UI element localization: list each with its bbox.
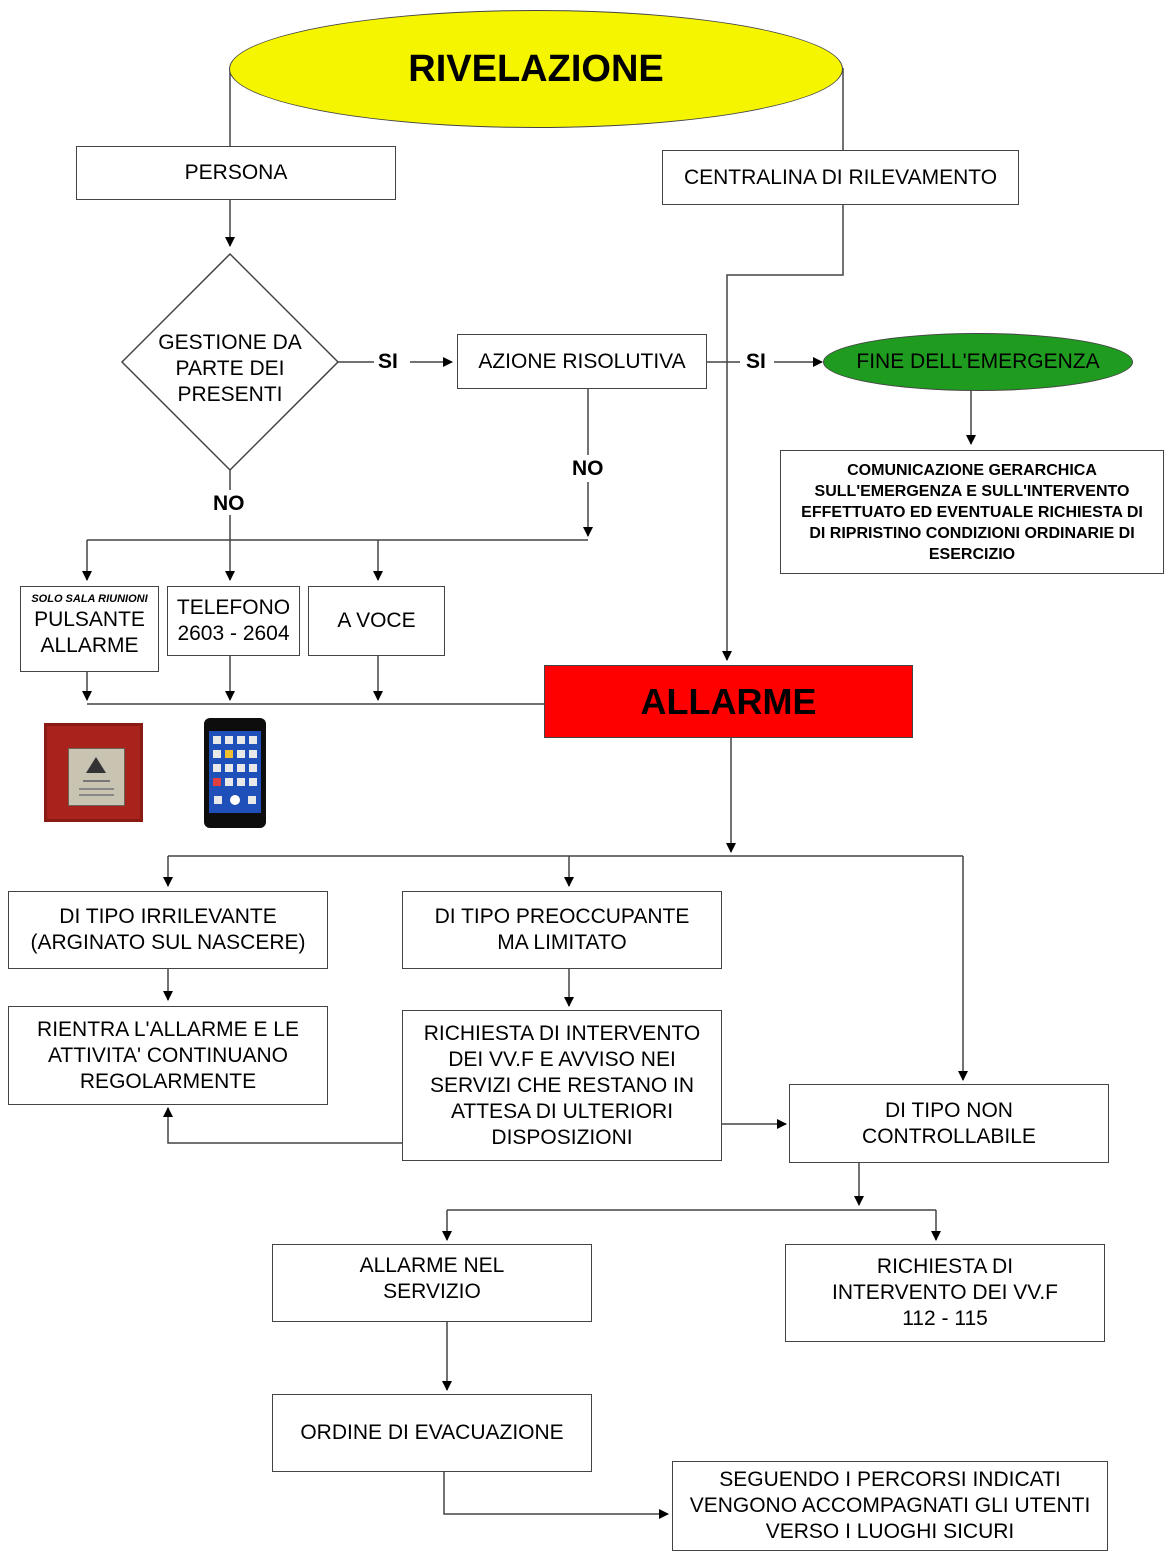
fire-alarm-button-icon [44,723,143,822]
yes-label-1: SI [378,350,398,373]
pulsante-line: ALLARME [40,634,139,657]
richiesta-servizi-line: SERVIZI CHE RESTANO IN [429,1073,695,1097]
no-label-2: NO [572,457,604,480]
allarme-servizio-line: SERVIZIO [383,1280,481,1303]
rientra-line: ATTIVITA' CONTINUANO [47,1043,289,1067]
rientra-line: RIENTRA L'ALLARME E LE [37,1017,299,1041]
richiesta-vvf-line: INTERVENTO DEI VV.F [831,1281,1058,1304]
decision-line: PARTE DEI [175,357,285,380]
irrilevante-line: DI TIPO IRRILEVANTE [59,905,277,928]
comunicazione-box: COMUNICAZIONE GERARCHICA SULL'EMERGENZA … [780,450,1164,574]
pulsante-note: SOLO SALA RIUNIONI [31,593,148,605]
pulsante-box: SOLO SALA RIUNIONI PULSANTE ALLARME [20,586,159,672]
telefono-line: 2603 - 2604 [177,622,290,645]
non-controllabile-box: DI TIPO NON CONTROLLABILE [789,1084,1109,1163]
centralina-label: CENTRALINA DI RILEVAMENTO [683,165,998,189]
non-controllabile-line: DI TIPO NON [885,1098,1013,1122]
richiesta-vvf-box: RICHIESTA DI INTERVENTO DEI VV.F 112 - 1… [785,1244,1105,1342]
top-title: RIVELAZIONE [408,47,664,90]
top-ellipse: RIVELAZIONE [229,10,843,128]
preoccupante-box: DI TIPO PREOCCUPANTE MA LIMITATO [402,891,722,969]
telefono-box: TELEFONO 2603 - 2604 [167,586,300,656]
richiesta-servizi-line: DISPOSIZIONI [491,1125,633,1149]
yes-label-2: SI [746,350,766,373]
centralina-box: CENTRALINA DI RILEVAMENTO [662,150,1019,205]
richiesta-servizi-line: ATTESA DI ULTERIORI [450,1099,674,1123]
richiesta-servizi-line: DEI VV.F E AVVISO NEI [448,1047,676,1071]
rientra-line: REGOLARMENTE [79,1069,257,1093]
fine-ellipse: FINE DELL'EMERGENZA [823,333,1133,391]
azione-label: AZIONE RISOLUTIVA [478,349,686,373]
decision-text: GESTIONE DA PARTE DEI PRESENTI [140,330,320,408]
persona-label: PERSONA [184,161,288,184]
richiesta-vvf-line: 112 - 115 [902,1307,988,1330]
persona-box: PERSONA [76,146,396,200]
rientra-box: RIENTRA L'ALLARME E LE ATTIVITA' CONTINU… [8,1006,328,1105]
irrilevante-line: (ARGINATO SUL NASCERE) [30,931,306,954]
decision-diamond [120,252,340,472]
voce-label: A VOCE [337,609,416,632]
richiesta-vvf-line: RICHIESTA DI [876,1255,1014,1278]
comunicazione-line: EFFETTUATO ED EVENTUALE RICHIESTA DI [801,503,1143,521]
comunicazione-line: SULL'EMERGENZA E SULL'INTERVENTO [814,482,1130,500]
pulsante-line: PULSANTE [34,608,145,631]
percorsi-line: SEGUENDO I PERCORSI INDICATI [719,1468,1061,1491]
fine-label: FINE DELL'EMERGENZA [856,350,1100,373]
allarme-servizio-box: ALLARME NEL SERVIZIO [272,1244,592,1322]
irrilevante-box: DI TIPO IRRILEVANTE (ARGINATO SUL NASCER… [8,891,328,969]
comunicazione-line: ESERCIZIO [928,545,1016,563]
non-controllabile-line: CONTROLLABILE [862,1124,1036,1148]
preoccupante-line: DI TIPO PREOCCUPANTE [434,905,690,928]
percorsi-box: SEGUENDO I PERCORSI INDICATI VENGONO ACC… [672,1461,1108,1551]
no-label-1: NO [213,492,245,515]
evacuazione-box: ORDINE DI EVACUAZIONE [272,1394,592,1472]
telefono-line: TELEFONO [176,596,291,619]
voce-box: A VOCE [308,586,445,656]
allarme-box: ALLARME [544,665,913,738]
comunicazione-line: DI RIPRISTINO CONDIZIONI ORDINARIE DI [809,524,1135,542]
decision-line: PRESENTI [177,383,283,406]
percorsi-line: VENGONO ACCOMPAGNATI GLI UTENTI [689,1494,1091,1517]
percorsi-line: VERSO I LUOGHI SICURI [765,1520,1015,1543]
richiesta-servizi-box: RICHIESTA DI INTERVENTO DEI VV.F E AVVIS… [402,1010,722,1161]
smartphone-icon [204,718,266,828]
comunicazione-line: COMUNICAZIONE GERARCHICA [847,461,1097,479]
allarme-servizio-line: ALLARME NEL [359,1254,505,1277]
preoccupante-line: MA LIMITATO [497,931,627,954]
richiesta-servizi-line: RICHIESTA DI INTERVENTO [423,1021,701,1045]
allarme-label: ALLARME [640,680,817,722]
decision-line: GESTIONE DA [158,331,302,354]
azione-box: AZIONE RISOLUTIVA [457,334,707,389]
evacuazione-label: ORDINE DI EVACUAZIONE [300,1421,564,1444]
